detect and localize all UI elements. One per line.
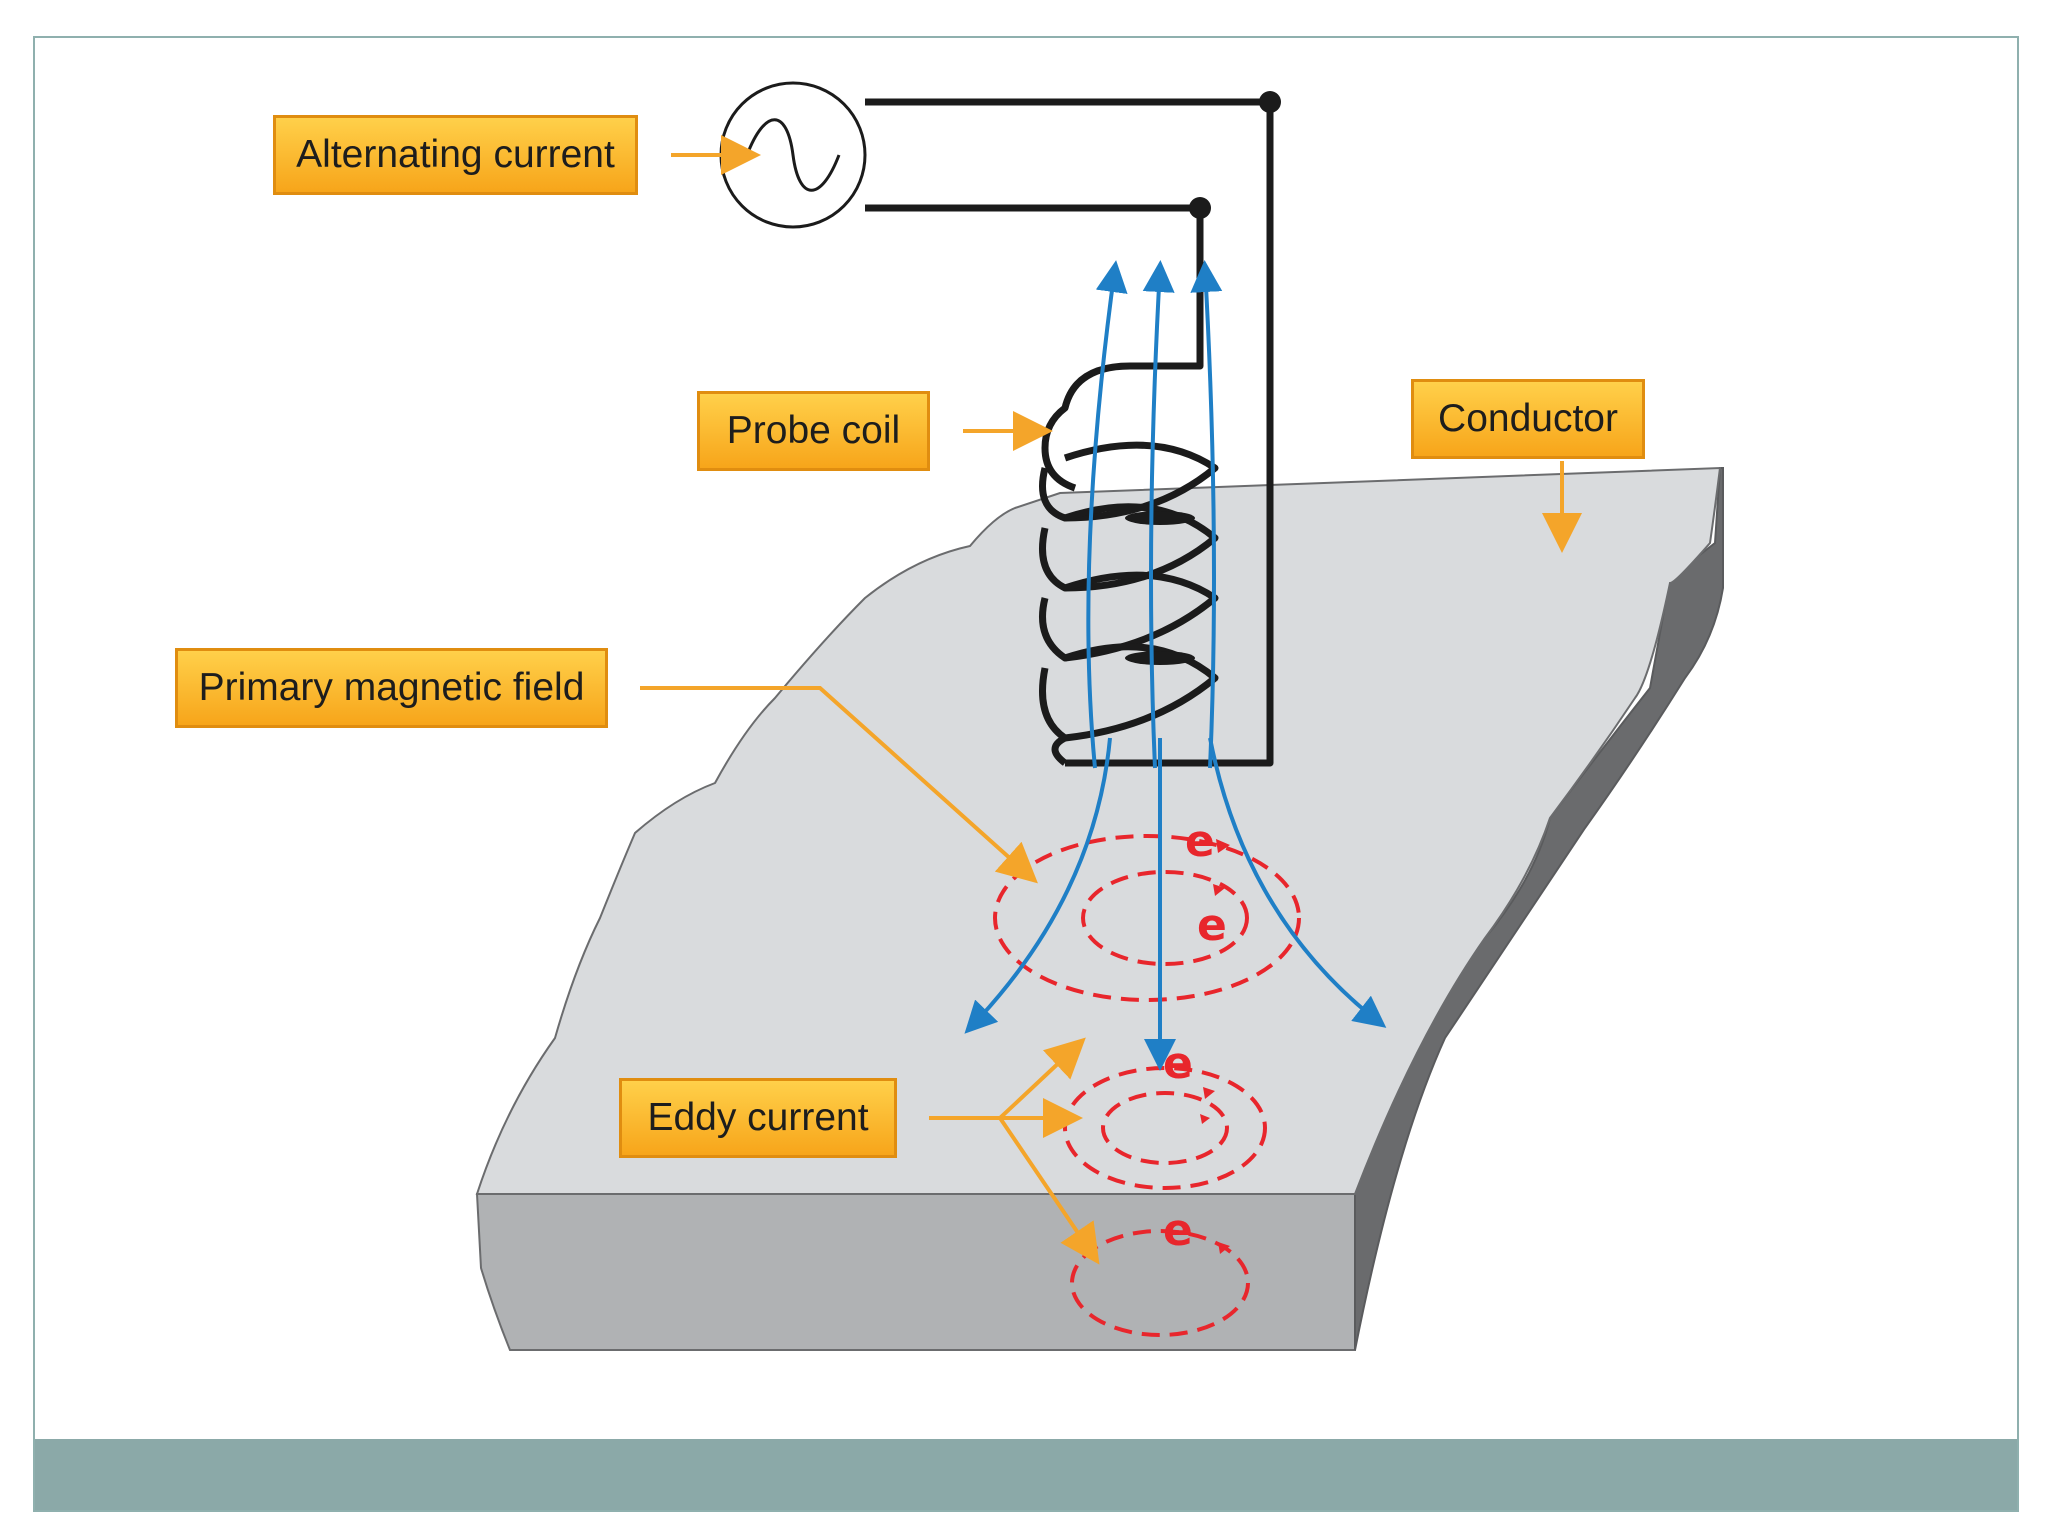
primary-magnetic-field-lines [964, 260, 1387, 1071]
coil-turn-1 [1039, 441, 1219, 522]
coil-core-mark-2 [1125, 651, 1195, 665]
probe-coil [1039, 362, 1219, 766]
electron-label-2: e [1197, 900, 1227, 951]
eddy-arrow-5 [1218, 1242, 1230, 1254]
label-primary-magnetic-field: Primary magnetic field [175, 648, 608, 728]
coil-turn-4 [1039, 643, 1219, 742]
label-conductor: Conductor [1411, 379, 1645, 459]
label-alternating-current-text: Alternating current [296, 133, 615, 176]
field-line-down-left [964, 737, 1112, 1034]
label-primary-magnetic-field-text: Primary magnetic field [198, 666, 585, 709]
sine-wave-icon [745, 118, 841, 192]
footer-bar [35, 1439, 2017, 1510]
coil-turn-3 [1039, 571, 1219, 662]
coil-core-marks [1125, 511, 1195, 665]
eddy-arrow-1 [1216, 839, 1230, 853]
field-line-down-right [1208, 737, 1387, 1028]
electron-label-3: e [1163, 1038, 1193, 1089]
label-conductor-text: Conductor [1438, 397, 1618, 440]
leader-eddy-current-lower [998, 1116, 1100, 1265]
wire-junction-outer [1259, 91, 1281, 113]
eddy-direction-arrows [1200, 839, 1230, 1254]
eddy-loop-middle-inner [1101, 1091, 1229, 1165]
coil-core-mark-1 [1125, 511, 1195, 525]
eddy-loop-lower [1070, 1229, 1250, 1337]
label-eddy-current-text: Eddy current [647, 1096, 869, 1139]
coil-bottom [1051, 734, 1068, 766]
electron-label-1: e [1185, 816, 1215, 867]
wire-junction-inner [1189, 197, 1211, 219]
eddy-loop-upper-outer [993, 834, 1301, 1002]
conductor-front-face [475, 1193, 1356, 1351]
field-line-up-center [1142, 260, 1175, 769]
eddy-loop-upper-inner [1081, 870, 1249, 966]
electron-label-4: e [1163, 1205, 1193, 1256]
eddy-arrow-4 [1200, 1114, 1210, 1124]
electron-labels: e e e e [1163, 816, 1227, 1256]
label-alternating-current: Alternating current [273, 115, 638, 195]
label-eddy-current: Eddy current [619, 1078, 897, 1158]
wire-inner [865, 204, 1204, 370]
coil-turn-2 [1039, 503, 1219, 592]
wire-outer [865, 98, 1274, 767]
conductor-top-face [475, 466, 1722, 1195]
leader-primary-magnetic-field [640, 686, 1038, 884]
conductor-block [475, 466, 1724, 1351]
leader-arrows [640, 135, 1582, 1265]
label-probe-coil: Probe coil [697, 391, 930, 471]
label-probe-coil-text: Probe coil [726, 409, 901, 452]
slide-frame: e e e e [33, 36, 2019, 1512]
coil-top-turn [1041, 362, 1131, 492]
field-line-up-right [1190, 260, 1223, 769]
eddy-current-diagram: e e e e [475, 81, 1724, 1351]
field-line-up-left [1086, 260, 1128, 769]
eddy-arrow-3 [1203, 1087, 1215, 1099]
eddy-arrow-2 [1213, 884, 1225, 896]
